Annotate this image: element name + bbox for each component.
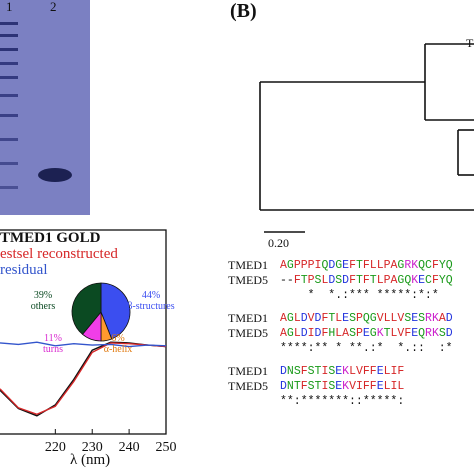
alignment-row: TMED5 AGLDIDFHLASPEGKTLVFEQRKSD bbox=[228, 326, 453, 341]
conservation-line: * *.:*** *****:*:* bbox=[280, 289, 439, 302]
alignment-row: TMED5 DNTFSTISEKVIFFELIL bbox=[228, 379, 404, 394]
sequence-name: TMED5 bbox=[228, 326, 268, 340]
x-tick-label: 230 bbox=[82, 440, 103, 455]
lane-label-1: 1 bbox=[6, 0, 13, 14]
cd-legend: TMED1 GOLD estsel reconstructed residual bbox=[0, 230, 118, 278]
conservation-line: **:*******::*****: bbox=[280, 395, 405, 408]
x-axis-label: λ (nm) bbox=[70, 452, 111, 468]
plot-frame bbox=[0, 229, 167, 435]
series-line-2 bbox=[0, 341, 167, 348]
legend-entry-reconstructed: estsel reconstructed bbox=[0, 246, 118, 262]
alignment-block: TMED1 AGLDVDFTLESPQGVLLVSESRKAD TMED5 AGLDI… bbox=[228, 311, 453, 356]
phylogenetic-tree bbox=[259, 43, 474, 233]
sequence-name: TMED1 bbox=[228, 258, 268, 272]
sequence-residues: AGLDIDFHLASPEGKTLVFEQRKSD bbox=[280, 327, 453, 340]
pie-label-beta: 44%β-structures bbox=[127, 290, 175, 312]
cd-spectrum-chart: 220 230 240 250 bbox=[0, 229, 177, 455]
alignment-block: TMED1 DNSFSTISEKLVFFELIF TMED5 DNTFSTISEKVI… bbox=[228, 364, 404, 409]
gel-image bbox=[0, 0, 90, 215]
pie-slice-0 bbox=[100, 282, 131, 340]
series-line-1 bbox=[0, 342, 167, 416]
tree-leaf-label: T bbox=[466, 36, 474, 50]
alignment-block: TMED1 AGPPPIQDGEFTFLLPAGRKQCFYQ TMED5 --FTP… bbox=[228, 258, 453, 303]
sequence-name: TMED1 bbox=[228, 364, 268, 378]
pie-label-others: 39%others bbox=[30, 290, 56, 312]
sequence-name: TMED5 bbox=[228, 379, 268, 393]
pie-slice-3 bbox=[71, 282, 102, 335]
x-tick-label: 220 bbox=[45, 440, 66, 455]
alignment-row: TMED1 AGPPPIQDGEFTFLLPAGRKQCFYQ bbox=[228, 258, 453, 273]
legend-entry-residual: residual bbox=[0, 262, 48, 278]
pie-label-alpha: 6%α-helix bbox=[103, 333, 133, 355]
pie-label-turns: 11%turns bbox=[43, 333, 63, 355]
alignment-row: TMED1 DNSFSTISEKLVFFELIF bbox=[228, 364, 404, 379]
sequence-name: TMED5 bbox=[228, 273, 268, 287]
x-tick-label: 240 bbox=[119, 440, 140, 455]
x-tick-label: 250 bbox=[156, 440, 177, 455]
sequence-residues: AGLDVDFTLESPQGVLLVSESRKAD bbox=[280, 312, 453, 325]
conservation-line: ****:** * **.:* *.:: :* bbox=[280, 342, 453, 355]
sequence-name: TMED1 bbox=[228, 311, 268, 325]
protein-band bbox=[38, 168, 72, 182]
lane-label-2: 2 bbox=[50, 0, 57, 14]
sequence-residues: DNSFSTISEKLVFFELIF bbox=[280, 365, 405, 378]
sequence-residues: AGPPPIQDGEFTFLLPAGRKQCFYQ bbox=[280, 259, 453, 272]
sequence-residues: --FTPSLDSDFTFTLPAGQKECFYQ bbox=[280, 274, 453, 287]
ladder-lane bbox=[0, 0, 18, 215]
sequence-residues: DNTFSTISEKVIFFELIL bbox=[280, 380, 405, 393]
sequence-alignment: TMED1 AGPPPIQDGEFTFLLPAGRKQCFYQ TMED5 --FTP… bbox=[228, 258, 474, 418]
legend-entry-gold: TMED1 GOLD bbox=[0, 230, 101, 246]
tree-scale-label: 0.20 bbox=[268, 236, 289, 250]
alignment-row: TMED5 --FTPSLDSDFTFTLPAGQKECFYQ bbox=[228, 273, 453, 288]
alignment-row: TMED1 AGLDVDFTLESPQGVLLVSESRKAD bbox=[228, 311, 453, 326]
panel-label-b: (B) bbox=[230, 0, 257, 22]
